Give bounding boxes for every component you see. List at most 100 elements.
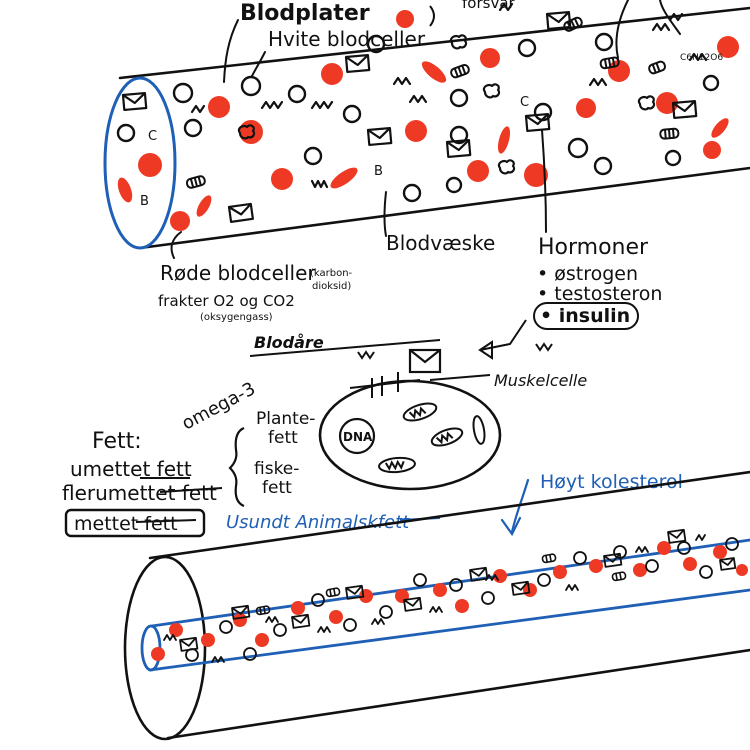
red-blood-cell: [359, 589, 373, 603]
envelope-icon: [344, 53, 371, 74]
label-blodare: Blodåre: [254, 333, 324, 352]
leader-line-glucose: [659, 0, 681, 35]
label-forsvar: forsvar: [462, 0, 516, 12]
label-glucose: C6H12O6: [680, 53, 723, 63]
insulin-arrow: [479, 319, 527, 351]
leader-line-hormoner: [541, 129, 547, 233]
label-karbondioksid-1: (karbon-: [310, 268, 353, 279]
label-usundt-animalskfett: Usundt Animalskfett: [226, 512, 410, 533]
top-white-blood-cells: [116, 32, 720, 203]
envelope-icon: [345, 584, 365, 600]
mitochondrion: [472, 415, 486, 445]
platelet: [541, 553, 557, 564]
mitochondria: [378, 402, 486, 474]
platelet: [648, 60, 666, 75]
red-blood-cell: [291, 601, 305, 615]
fat-squiggle: [429, 606, 443, 613]
label-blodplater: Blodplater: [240, 1, 370, 26]
top-labels: Blodplater Hvite blodceller forsvar C6H1…: [158, 0, 723, 330]
envelope-icon: [603, 552, 623, 568]
fat-squiggle: [695, 534, 706, 541]
white-blood-cell: [413, 573, 427, 587]
fat-squiggle: [588, 77, 608, 87]
letter-b: B: [374, 164, 383, 179]
white-blood-cell: [402, 183, 422, 203]
white-blood-cell: [219, 620, 233, 634]
label-karbondioksid-2: dioksid): [312, 281, 351, 292]
platelet: [450, 63, 470, 79]
label-fiskefett-1: fiske-: [254, 459, 299, 479]
platelet: [611, 571, 627, 582]
fat-squiggle: [260, 100, 284, 110]
white-blood-cell: [537, 573, 551, 587]
fat-squiggle: [357, 350, 375, 360]
bracket: [429, 5, 435, 27]
envelope-icon: [366, 126, 393, 147]
leader-line-blodplater: [223, 19, 239, 83]
label-rode-blodceller: Røde blodceller: [160, 261, 316, 285]
bottom-clot-squiggles: [163, 534, 706, 663]
dna-nucleus: [338, 417, 376, 455]
red-blood-cell: [271, 168, 293, 190]
red-blood-cell: [233, 613, 247, 627]
red-blood-cell: [703, 141, 721, 159]
red-blood-cell: [321, 63, 343, 85]
label-fiskefett-2: fett: [262, 478, 292, 498]
top-hormone-envelopes: [121, 10, 698, 223]
platelet: [325, 587, 341, 598]
label-dna: DNA: [343, 430, 373, 444]
muscle-cell-section: Blodåre Muskelcelle omega-3 DNA: [178, 319, 587, 491]
label-muskelcelle: Muskelcelle: [494, 371, 587, 390]
label-fett: Fett:: [92, 429, 142, 454]
kolesterol-arrowhead: [500, 516, 522, 537]
envelope-icon: [231, 604, 251, 620]
red-blood-cell: [683, 557, 697, 571]
white-blood-cell: [702, 74, 720, 92]
label-mettet: mettet fett: [74, 513, 178, 535]
white-blood-cell: [342, 104, 362, 124]
fat-squiggle: [371, 618, 385, 625]
fat-squiggle: [163, 634, 177, 641]
white-blood-cell: [594, 32, 614, 52]
red-blood-cell: [329, 610, 343, 624]
white-blood-cell: [311, 593, 325, 607]
red-blood-cell: [553, 565, 567, 579]
fat-squiggle: [485, 574, 499, 581]
red-blood-cell: [455, 599, 469, 613]
blodare-line: [249, 339, 441, 357]
white-blood-cell: [664, 149, 682, 167]
label-ostrogen: • østrogen: [537, 263, 638, 285]
white-blood-cell: [449, 578, 463, 592]
platelet: [185, 175, 206, 189]
white-blood-cell: [287, 84, 307, 104]
red-blood-cell: [717, 36, 739, 58]
muscle-cell: [318, 379, 502, 491]
fat-squiggle: [265, 616, 279, 623]
bottom-vessel-lower-edge: [166, 648, 750, 740]
label-hoyt-kolesterol: Høyt kolesterol: [540, 471, 683, 493]
red-blood-cell: [467, 160, 489, 182]
blob: [482, 83, 501, 99]
mitochondrion: [378, 456, 416, 474]
red-blood-cell: [711, 118, 729, 138]
red-blood-cell: [657, 541, 671, 555]
white-blood-cell: [366, 34, 386, 54]
fat-bracket: [228, 426, 245, 508]
white-blood-cell: [699, 565, 713, 579]
blob: [237, 124, 256, 140]
white-blood-cell: [273, 623, 287, 637]
red-blood-cell: [170, 211, 190, 231]
red-blood-cell: [589, 559, 603, 573]
platelet: [255, 605, 271, 616]
red-blood-cell: [493, 569, 507, 583]
bottom-clot-white-cells: [185, 537, 739, 662]
insulin-highlight: [533, 302, 639, 330]
white-blood-cell: [172, 82, 194, 104]
fat-squiggle: [392, 76, 412, 86]
label-oksygengass: (oksygengass): [200, 312, 273, 323]
narrowed-lumen-lower: [148, 588, 750, 672]
bottom-vessel-upper-edge: [148, 470, 750, 560]
white-blood-cell: [449, 88, 469, 108]
white-blood-cell: [573, 551, 587, 565]
